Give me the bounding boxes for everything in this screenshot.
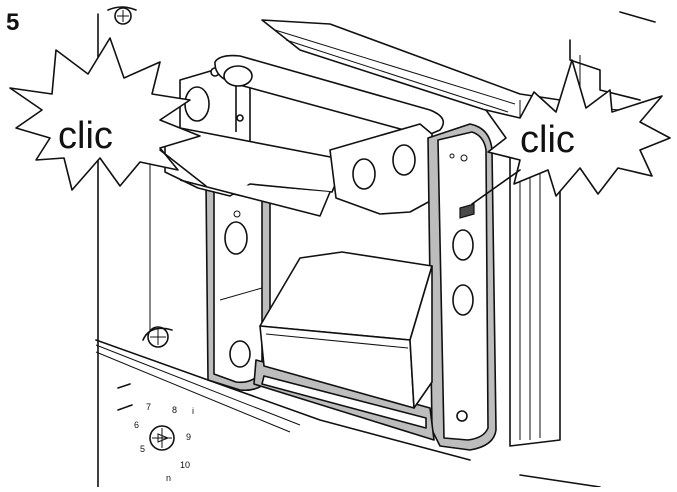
clic-label-left: clic xyxy=(58,115,113,157)
dial-number-9: 9 xyxy=(186,432,191,442)
right-mount-plate xyxy=(427,123,497,451)
clic-callout-left: clic xyxy=(9,37,207,191)
clic-callout-right: clic xyxy=(471,59,671,205)
lower-screw xyxy=(142,326,173,348)
dial-mark-n: n xyxy=(166,473,171,483)
top-screw xyxy=(107,6,137,25)
clic-label-right: clic xyxy=(520,119,575,161)
handle-bar xyxy=(214,54,445,137)
dial-number-5: 5 xyxy=(140,444,145,454)
left-mount-plate xyxy=(205,183,271,392)
top-cradle xyxy=(164,123,433,217)
box-module xyxy=(259,251,433,409)
dial-number-6: 6 xyxy=(134,420,139,430)
dial-mark-i: i xyxy=(192,406,194,416)
dial-number-7: 7 xyxy=(146,402,151,412)
dial-number-10: 10 xyxy=(180,460,190,470)
dial-number-8: 8 xyxy=(172,405,177,415)
dial: 7 8 6 9 5 10 i n xyxy=(117,383,194,483)
step-number: 5 xyxy=(6,9,19,36)
